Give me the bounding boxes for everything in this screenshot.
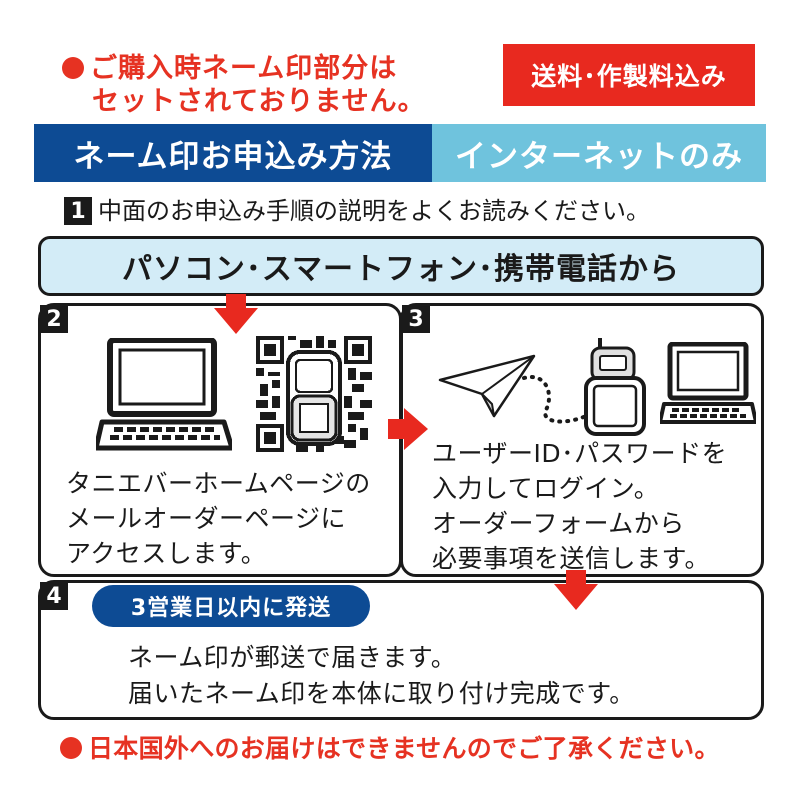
step-3-line: オーダーフォームから: [432, 509, 685, 538]
laptop-icon: [660, 342, 756, 424]
shipping-included-badge: 送料･作製料込み: [503, 44, 755, 106]
step-3-line: ユーザーID･パスワードを: [432, 439, 728, 468]
bullet-dot-icon: [60, 737, 82, 759]
flip-phone-icon: [584, 338, 646, 436]
paper-plane-icon: [438, 354, 536, 418]
step-2-line: メールオーダーページに: [66, 504, 347, 533]
laptop-icon: [96, 338, 232, 451]
bullet-dot-icon: [62, 57, 84, 79]
down-arrow-icon: [554, 570, 598, 610]
shipping-time-pill: 3営業日以内に発送: [92, 585, 370, 627]
notice-bottom-text: 日本国外へのお届けはできませんのでご了承ください。: [88, 734, 720, 763]
step-2-line: タニエバーホームページの: [66, 469, 371, 498]
step-4-line: ネーム印が郵送で届きます。: [128, 643, 457, 672]
step-1-number: 1: [64, 197, 92, 225]
step-1-text: 中面のお申込み手順の説明をよくお読みください。: [98, 197, 650, 225]
notice-top-line1: ご購入時ネーム印部分は: [90, 53, 398, 84]
device-banner: パソコン･スマートフォン･携帯電話から: [38, 236, 764, 296]
notice-top-line2: セットされておりません。: [92, 86, 426, 117]
step-4-line: 届いたネーム印を本体に取り付け完成です。: [128, 679, 635, 708]
down-arrow-icon: [214, 294, 258, 334]
page-title: ネーム印お申込み方法: [34, 124, 432, 182]
qr-code-icon: [256, 336, 372, 452]
notice-bottom: 日本国外へのお届けはできませんのでご了承ください。: [60, 733, 720, 765]
step-4-number: 4: [40, 582, 68, 610]
right-arrow-icon: [388, 408, 428, 450]
step-3-line: 必要事項を送信します。: [432, 544, 711, 573]
notice-top: ご購入時ネーム印部分は セットされておりません。: [62, 52, 426, 118]
step-2-line: アクセスします。: [66, 539, 267, 568]
step-3-line: 入力してログイン。: [432, 474, 660, 503]
step-3-number: 3: [402, 305, 430, 333]
step-4-text: ネーム印が郵送で届きます。 届いたネーム印を本体に取り付け完成です。: [128, 640, 635, 712]
step-3-text: ユーザーID･パスワードを 入力してログイン。 オーダーフォームから 必要事項を…: [432, 436, 727, 576]
dotted-trail-icon: [522, 375, 596, 424]
step-2-number: 2: [40, 305, 68, 333]
internet-only-label: インターネットのみ: [432, 124, 766, 182]
step-2-text: タニエバーホームページの メールオーダーページに アクセスします。: [66, 466, 371, 571]
